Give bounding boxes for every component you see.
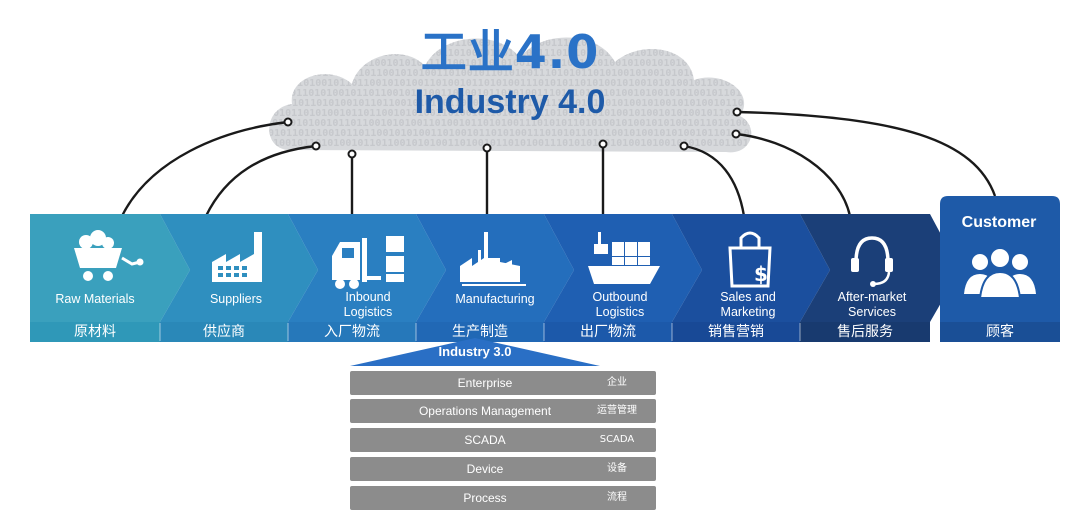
forklift-icon [332, 236, 404, 289]
layer-operations-cn: 运营管理 [597, 405, 637, 416]
layer-enterprise-en: Enterprise [457, 376, 513, 390]
cn-label-inbound-logistics: 入厂物流 [324, 324, 380, 340]
layer-enterprise: Enterprise 企业 [350, 371, 656, 395]
industry3-title: Industry 3.0 [438, 344, 512, 359]
shopping-bag-icon: $ [728, 231, 772, 288]
cloud-binary-line: 0101010010110101001011011001010100110100… [243, 138, 1080, 149]
cn-label-after-market: 售后服务 [837, 324, 893, 340]
cloud-shape [269, 37, 752, 153]
layer-process: Process 流程 [350, 486, 656, 510]
title-cn: 工业4.0 [420, 25, 600, 79]
segment-label-raw-materials: Raw Materials [55, 292, 135, 306]
svg-text:$: $ [754, 262, 768, 286]
layer-device-en: Device [466, 462, 504, 476]
cn-label-manufacturing: 生产制造 [452, 324, 508, 340]
layer-scada: SCADA SCADA [350, 428, 656, 452]
cloud-binary-line: 1010100101101010010110110010101001101001… [250, 98, 1080, 109]
cloud-binary-line: 0100101101010010110110010101001101001011… [250, 128, 1069, 139]
layer-scada-cn: SCADA [599, 434, 635, 445]
cn-label-suppliers: 供应商 [203, 324, 245, 340]
layer-enterprise-cn: 企业 [607, 377, 627, 388]
cn-label-sales-marketing: 销售营销 [708, 324, 764, 340]
connector-nodes [283, 107, 742, 159]
cn-label-raw-materials: 原材料 [74, 324, 116, 340]
cloud-binary-line: 0101001011010100101101100101010011010010… [243, 108, 1074, 119]
people-icon [964, 247, 1036, 299]
headset-icon [851, 236, 893, 287]
cloud-binary-line: 0100101101010010110110010101001101001011… [243, 78, 1062, 89]
segment-label-manufacturing: Manufacturing [455, 292, 535, 306]
cloud-binary-line: 0101001011010100101101100101010011010010… [236, 58, 1067, 69]
cn-label-strip [30, 322, 1060, 342]
layer-device: Device 设备 [350, 457, 656, 481]
cloud-binary-line: 1010010110101001011011001010100110100101… [236, 118, 1061, 129]
layer-scada-en: SCADA [464, 433, 506, 447]
title-en: Industry 4.0 [414, 83, 606, 121]
layer-operations-en: Operations Management [418, 404, 552, 418]
strip-dividers [159, 323, 801, 341]
plant-icon [460, 232, 526, 286]
cn-label-customer: 顾客 [986, 324, 1014, 340]
customer-title: Customer [961, 214, 1037, 231]
cloud-binary-line: 1010100101101010010110110010101001101001… [243, 48, 1080, 59]
cn-label-outbound-logistics: 出厂物流 [580, 324, 636, 340]
cloud-binary-line: 0101010010110101001011011001010100110100… [236, 88, 1079, 99]
layer-device-cn: 设备 [607, 463, 627, 474]
connector-wires [120, 110, 997, 217]
layer-operations-management: Operations Management 运营管理 [350, 399, 656, 423]
factory-icon [212, 232, 262, 282]
industry3-triangle [350, 338, 600, 366]
segment-label-suppliers: Suppliers [209, 292, 263, 306]
cloud-binary-line: 1010010110101001011011001010100110100101… [250, 68, 1075, 79]
layer-process-cn: 流程 [607, 492, 627, 503]
ore-cart-icon [74, 230, 144, 281]
ship-icon [588, 232, 660, 284]
layer-process-en: Process [463, 491, 507, 505]
